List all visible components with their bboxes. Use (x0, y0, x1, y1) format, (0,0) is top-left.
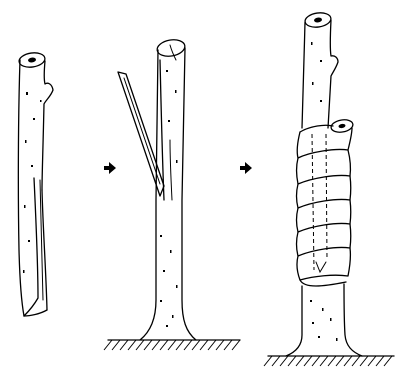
grafted-bark-marks (310, 42, 338, 341)
arrow-right-icon (240, 162, 252, 174)
grafting-tape (297, 125, 353, 286)
ground-hatch-3 (264, 356, 392, 366)
scion (18, 51, 53, 316)
rootstock (104, 38, 240, 350)
scion-bark-marks (23, 92, 42, 273)
ground-hatch-2 (104, 340, 240, 350)
rootstock-bark-marks (160, 70, 178, 327)
grafted-tree (264, 11, 394, 366)
arrow-right-icon (104, 162, 116, 174)
